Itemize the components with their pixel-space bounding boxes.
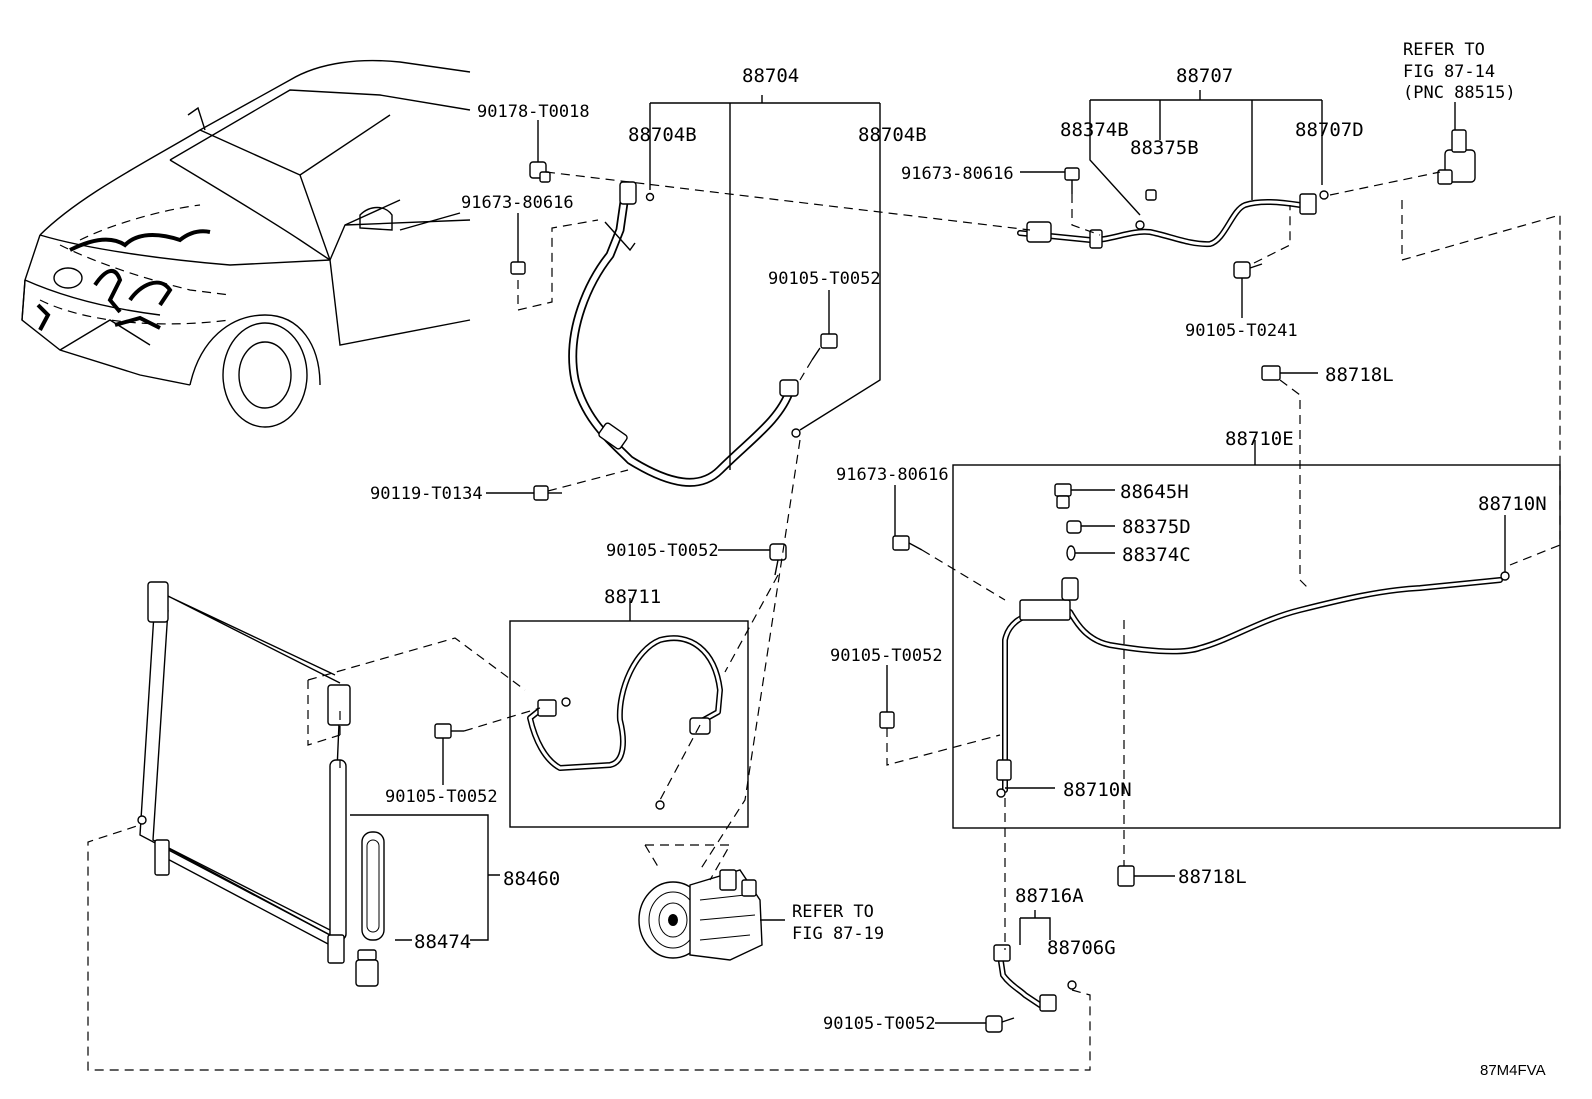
label-88710N-bottom: 88710N (1063, 779, 1132, 801)
label-88460: 88460 (503, 868, 560, 890)
refer-top-line1: REFER TO (1403, 40, 1485, 60)
clip-88718L-top (1261, 365, 1281, 381)
leader-88716A (1019, 910, 1051, 945)
label-90105-T0052-b: 90105-T0052 (830, 646, 943, 666)
label-88710N-right: 88710N (1478, 493, 1547, 515)
label-90105-T0241: 90105-T0241 (1185, 321, 1298, 341)
line-88707 (1017, 189, 1329, 249)
box-88711 (509, 620, 749, 828)
label-90105-T0052-d: 90105-T0052 (385, 787, 498, 807)
label-88710E: 88710E (1225, 428, 1294, 450)
label-88704: 88704 (742, 65, 799, 87)
leader-88460 (350, 814, 500, 941)
cap-88375D (1066, 520, 1082, 534)
label-91673-80616-right: 91673-80616 (836, 465, 949, 485)
label-88374B: 88374B (1060, 119, 1129, 141)
figure-code: 87M4FVA (1480, 1062, 1546, 1079)
label-88718L-bottom: 88718L (1178, 866, 1247, 888)
hose-88704 (568, 181, 801, 487)
label-88711: 88711 (604, 586, 661, 608)
label-91673-80616-top: 91673-80616 (461, 193, 574, 213)
bolt-90105-d (434, 723, 464, 739)
hose-88711 (527, 635, 723, 810)
clip-88718L-bottom (1117, 865, 1135, 887)
label-91673-80616-mid: 91673-80616 (901, 164, 1014, 184)
bolt-90105-bottom (985, 1015, 1015, 1033)
refer-top-line3: (PNC 88515) (1403, 83, 1516, 103)
leader-lines (399, 102, 1506, 1024)
desiccant-88474 (355, 831, 385, 987)
label-88375D: 88375D (1122, 516, 1191, 538)
label-88707D: 88707D (1295, 119, 1364, 141)
label-90105-T0052-bottom: 90105-T0052 (823, 1014, 936, 1034)
refer-bottom-line2: FIG 87-19 (792, 924, 884, 944)
bolt-90105-a (811, 333, 838, 361)
leader-88707 (1089, 90, 1323, 216)
label-88474: 88474 (414, 931, 471, 953)
label-88716A: 88716A (1015, 885, 1084, 907)
label-88374C: 88374C (1122, 544, 1191, 566)
dashed-connections (87, 171, 1561, 1071)
valve-88374C (1066, 545, 1076, 561)
bolt-90105-c (769, 543, 787, 576)
label-90178-T0018: 90178-T0018 (477, 102, 590, 122)
refer-top-line2: FIG 87-14 (1403, 62, 1495, 82)
receiver-part (1437, 129, 1476, 185)
label-88706G: 88706G (1047, 937, 1116, 959)
part-labels: 88704 88704B 88704B 90178-T0018 91673-80… (370, 40, 1547, 1079)
bolt-90119 (533, 485, 562, 501)
bolt-90105-b (879, 700, 895, 729)
hose-88716A (993, 944, 1077, 1012)
label-90105-T0052-a: 90105-T0052 (768, 269, 881, 289)
leader-88704 (649, 95, 881, 470)
condenser-88460 (137, 581, 351, 964)
bolt-91673-mid (1064, 167, 1080, 194)
refer-bottom-line1: REFER TO (792, 902, 874, 922)
label-88707: 88707 (1176, 65, 1233, 87)
label-90119-T0134: 90119-T0134 (370, 484, 483, 504)
label-88718L-top: 88718L (1325, 364, 1394, 386)
label-88704B-right: 88704B (858, 124, 927, 146)
label-88704B-left: 88704B (628, 124, 697, 146)
box-88710E (952, 464, 1561, 829)
label-90105-T0052-c: 90105-T0052 (606, 541, 719, 561)
bolt-90105-t0241 (1233, 261, 1263, 279)
bolt-91673-top (510, 250, 526, 275)
line-88710E (996, 571, 1510, 798)
compressor-part (638, 869, 763, 961)
switch-88645H (1054, 483, 1072, 509)
label-88375B: 88375B (1130, 137, 1199, 159)
bolt-91673-right (892, 535, 923, 551)
label-88645H: 88645H (1120, 481, 1189, 503)
vehicle-illustration (21, 59, 471, 428)
